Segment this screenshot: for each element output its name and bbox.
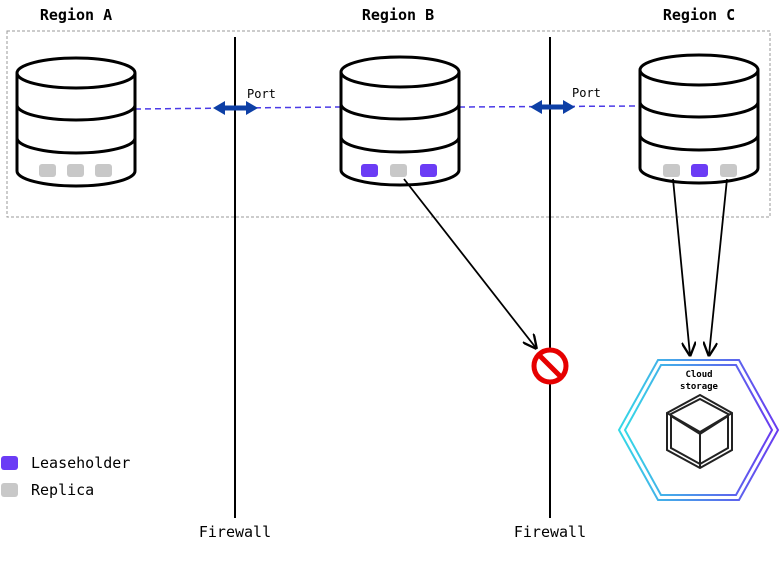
port-label-2: Port	[572, 86, 601, 100]
cloud-storage-label-2: storage	[680, 382, 719, 392]
leaseholder-marker	[420, 164, 437, 177]
legend-replica-swatch	[1, 483, 18, 497]
backup-arrow-2	[709, 178, 728, 355]
firewall-label-2: Firewall	[514, 523, 586, 541]
replica-marker	[663, 164, 680, 177]
replica-marker	[67, 164, 84, 177]
replica-marker	[720, 164, 737, 177]
region-a-title: Region A	[40, 6, 112, 24]
region-c-title: Region C	[663, 6, 735, 24]
legend-replica-label: Replica	[31, 481, 94, 499]
cluster-boundary	[6, 30, 771, 218]
port-arrow-2	[530, 100, 575, 114]
database-region-c	[638, 53, 760, 185]
legend-leaseholder-label: Leaseholder	[31, 454, 130, 472]
cloud-storage-label-1: Cloud	[685, 370, 712, 380]
replica-marker	[95, 164, 112, 177]
region-b-title: Region B	[362, 6, 434, 24]
leaseholder-marker	[691, 164, 708, 177]
no-entry-icon	[531, 347, 569, 385]
database-region-a	[15, 56, 137, 188]
database-region-b	[339, 55, 461, 187]
replica-marker	[390, 164, 407, 177]
legend-leaseholder-swatch	[1, 456, 18, 470]
cloud-storage-node: Cloud storage	[617, 359, 780, 501]
cube-icon	[666, 393, 733, 470]
port-label-1: Port	[247, 87, 276, 101]
firewall-label-1: Firewall	[199, 523, 271, 541]
port-arrow-1	[213, 101, 258, 115]
backup-arrow-1	[672, 178, 690, 355]
blocked-backup-arrow	[403, 178, 536, 348]
replica-marker	[39, 164, 56, 177]
leaseholder-marker	[361, 164, 378, 177]
